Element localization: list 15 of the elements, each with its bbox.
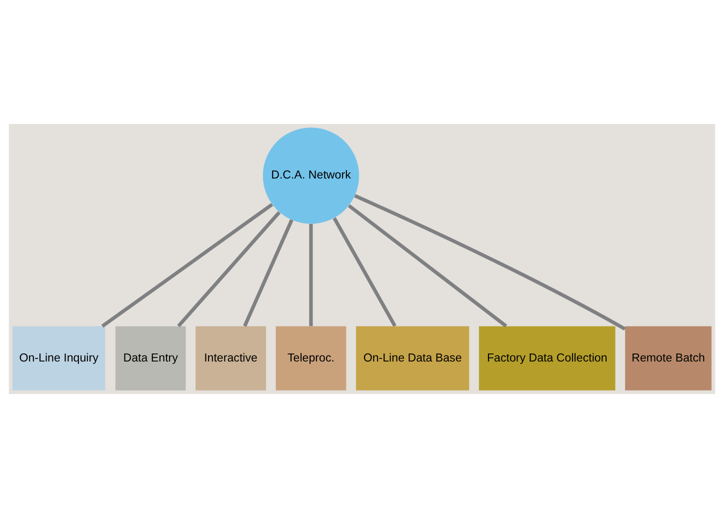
connector	[101, 203, 274, 328]
node-box: Data Entry	[115, 326, 186, 390]
connector	[354, 194, 626, 331]
node-box: Interactive	[196, 326, 266, 390]
node-circle: D.C.A. Network	[262, 128, 360, 224]
connector	[177, 211, 281, 328]
connector	[309, 224, 313, 326]
node-box: Teleproc.	[276, 326, 346, 390]
node-box: On-Line Data Base	[356, 326, 470, 390]
node-box: Remote Batch	[625, 326, 712, 390]
node-box: On-Line Inquiry	[12, 326, 106, 390]
connector	[243, 219, 294, 327]
connector	[348, 204, 508, 328]
node-box: Factory Data Collection	[478, 326, 616, 390]
connector	[332, 217, 396, 327]
